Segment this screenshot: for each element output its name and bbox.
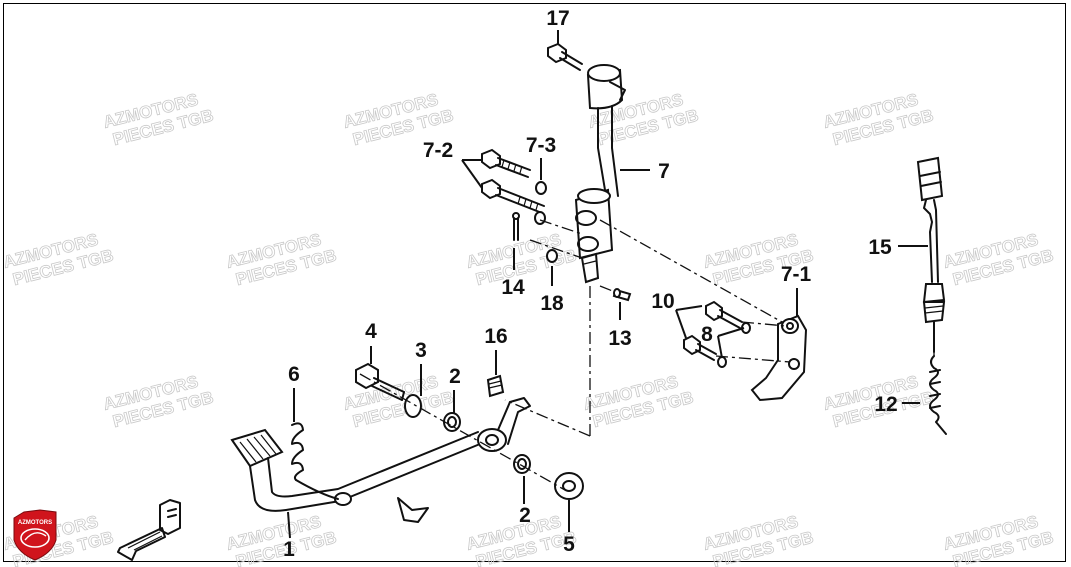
part-1-brake-pedal: [230, 397, 531, 523]
callout-labels: 17 7 7-2 7-3 7-1 14 18 13 10 8 15 12 4 3…: [283, 7, 898, 561]
callout-8: 8: [701, 323, 713, 346]
part-2-o-ring: [443, 412, 461, 432]
watermark: AZMOTORS PIECES TGB: [941, 230, 1056, 290]
watermark: AZMOTORS PIECES TGB: [821, 90, 936, 150]
washer-hole: [562, 480, 576, 492]
diagram-frame: [3, 3, 1066, 562]
callout-17: 17: [546, 7, 569, 30]
azmotors-logo: AZMOTORS: [13, 509, 57, 561]
part-16-grease-nipple: [486, 374, 505, 398]
part-7-3-washer: [534, 211, 546, 225]
watermark: AZMOTORS PIECES TGB: [701, 512, 816, 567]
part-7-2-bolts: [481, 148, 545, 214]
watermark-layer: AZMOTORS PIECES TGB AZMOTORS PIECES TGB …: [1, 90, 1056, 567]
callout-1: 1: [283, 538, 295, 561]
watermark: AZMOTORS PIECES TGB: [224, 512, 339, 567]
part-15-brake-light-switch: [916, 156, 946, 353]
callout-5: 5: [563, 533, 575, 556]
watermark: AZMOTORS PIECES TGB: [1, 230, 116, 290]
callout-7-1: 7-1: [781, 263, 812, 286]
part-14-cotter-pin: [512, 212, 520, 241]
part-13-clevis-pin: [612, 288, 632, 302]
svg-text:AZMOTORS: AZMOTORS: [18, 520, 52, 526]
watermark: AZMOTORS PIECES TGB: [101, 372, 216, 432]
o-ring-inner: [447, 416, 457, 428]
watermark: AZMOTORS PIECES TGB: [224, 230, 339, 290]
part-2-o-ring: [513, 454, 531, 474]
part-3-washer: [404, 394, 422, 418]
part-8-washer: [717, 356, 727, 368]
callout-4: 4: [365, 320, 377, 343]
watermark: AZMOTORS PIECES TGB: [101, 90, 216, 150]
callout-16: 16: [484, 325, 507, 348]
part-17-banjo-bolt: [547, 42, 583, 71]
assembly-center-lines: [359, 219, 935, 491]
part-12-switch-spring: [929, 355, 947, 435]
callout-leaders: [287, 30, 928, 539]
part-6-return-spring: [291, 422, 339, 500]
part-5-flat-washer: [554, 472, 584, 500]
watermark: AZMOTORS PIECES TGB: [581, 372, 696, 432]
callout-7-2: 7-2: [423, 139, 453, 162]
o-ring-inner: [517, 458, 527, 470]
watermark: AZMOTORS PIECES TGB: [941, 512, 1056, 567]
callout-7: 7: [658, 160, 670, 183]
callout-15: 15: [868, 236, 892, 259]
front-direction-arrow-icon: [117, 499, 181, 561]
callout-3: 3: [415, 339, 427, 362]
callout-14: 14: [501, 276, 525, 299]
callout-2: 2: [449, 365, 461, 388]
callout-13: 13: [608, 327, 631, 350]
callout-7-3: 7-3: [526, 134, 556, 157]
part-18-washer: [546, 249, 558, 263]
callout-18: 18: [540, 292, 564, 315]
part-10-bolts: [683, 300, 743, 361]
callout-12: 12: [874, 393, 897, 416]
part-7-1-mounting-bracket: [750, 314, 808, 402]
part-7-3-washer: [535, 181, 547, 195]
callout-2: 2: [519, 504, 531, 527]
part-7-master-cylinder: [574, 64, 626, 284]
callout-10: 10: [651, 290, 674, 313]
callout-6: 6: [288, 363, 300, 386]
